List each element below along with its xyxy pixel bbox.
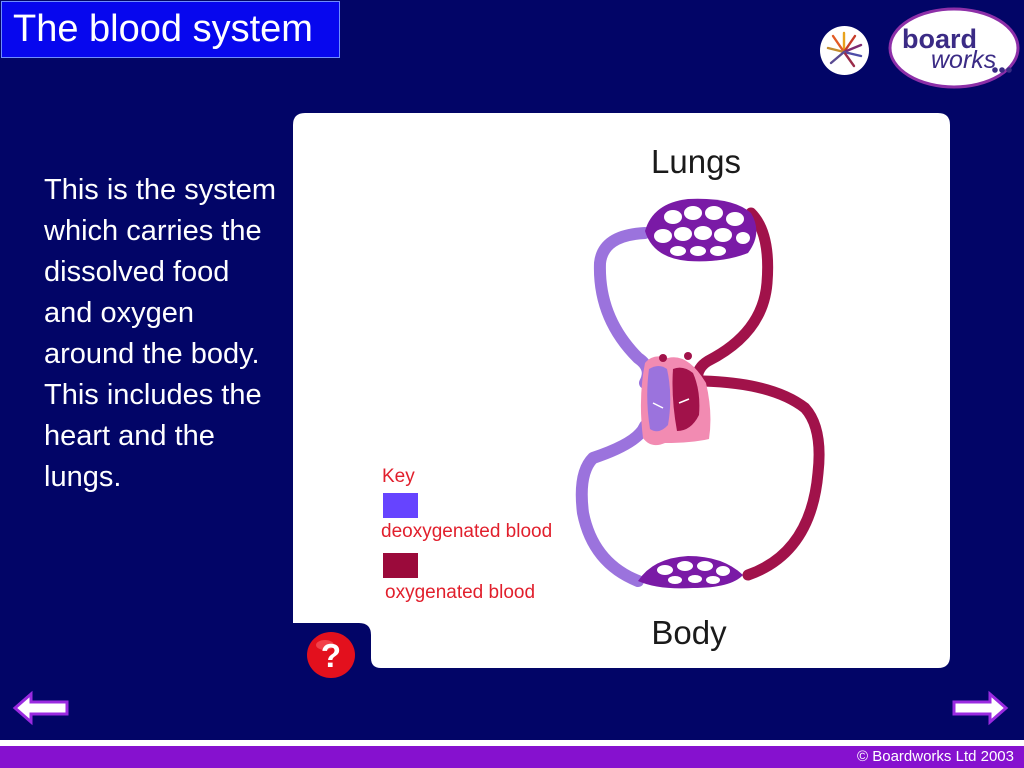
previous-arrow-icon[interactable]: [12, 690, 70, 726]
key-label-deoxygenated: deoxygenated blood: [381, 521, 552, 542]
logo-text-board: board: [902, 24, 977, 54]
footer-bar: © Boardworks Ltd 2003: [0, 746, 1024, 768]
help-button[interactable]: ?: [306, 631, 356, 679]
logo-text-works: works: [931, 46, 996, 74]
copyright-text: © Boardworks Ltd 2003: [857, 748, 1014, 765]
key-label-oxygenated: oxygenated blood: [385, 582, 535, 603]
page-title-text: The blood system: [13, 8, 313, 50]
help-button-label: ?: [321, 637, 341, 674]
lung-capillary-icon: [645, 198, 757, 262]
oxygenated-vessels: [692, 207, 825, 581]
body-capillary-icon: [638, 556, 743, 589]
heart-icon: [640, 352, 711, 446]
boardworks-logo: board works: [888, 7, 1020, 89]
diagram-panel: [293, 113, 950, 668]
diagram-key: Key deoxygenated blood oxygenated blood: [381, 466, 552, 603]
body-label: Body: [651, 614, 727, 651]
page-title: The blood system: [1, 1, 340, 58]
description-text: This is the system which carries the dis…: [44, 174, 277, 493]
footer-divider: [0, 740, 1024, 746]
key-swatch-oxygenated: [383, 553, 418, 578]
lungs-label: Lungs: [651, 143, 741, 180]
next-arrow-icon[interactable]: [951, 690, 1009, 726]
sun-logo-icon: [820, 26, 869, 75]
key-swatch-deoxygenated: [383, 493, 418, 518]
blood-system-diagram: Lungs Body: [293, 113, 950, 668]
key-title: Key: [382, 466, 415, 487]
